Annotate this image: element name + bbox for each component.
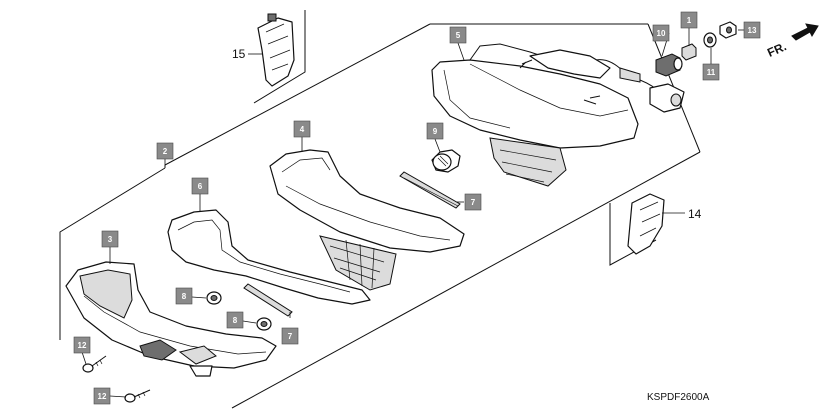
- callout-12a-label: 12: [78, 341, 87, 350]
- callout-7b[interactable]: 7: [281, 327, 299, 345]
- part-5-housing[interactable]: [431, 43, 685, 187]
- part-7-seal-b[interactable]: [243, 283, 293, 317]
- part-9-bulb[interactable]: [431, 149, 461, 173]
- callout-5-label: 5: [456, 31, 461, 40]
- callout-11-label: 11: [707, 68, 716, 77]
- callout-2-label: 2: [163, 147, 168, 156]
- part-12-screw-a[interactable]: [82, 355, 107, 373]
- callout-8a-label: 8: [182, 292, 187, 301]
- callout-10-label: 10: [657, 29, 666, 38]
- front-direction-indicator: FR.: [765, 23, 819, 60]
- part-10-grommet[interactable]: [655, 53, 683, 77]
- callout-12b-label: 12: [98, 392, 107, 401]
- part-15-tab: [267, 13, 277, 22]
- callout-1-label: 1: [687, 16, 692, 25]
- part-11-washer[interactable]: [703, 32, 717, 48]
- callout-6-label: 6: [198, 182, 203, 191]
- callout-9-label: 9: [433, 127, 438, 136]
- callout-8b[interactable]: 8: [226, 311, 244, 329]
- part-13-nut[interactable]: [719, 21, 737, 39]
- callout-5[interactable]: 5: [449, 26, 467, 44]
- callout-12b[interactable]: 12: [93, 387, 111, 405]
- callout-2[interactable]: 2: [156, 142, 174, 160]
- part-14-group: [609, 193, 665, 266]
- callout-11[interactable]: 11: [702, 63, 720, 81]
- callout-8b-label: 8: [233, 316, 238, 325]
- callout-4-label: 4: [300, 125, 305, 134]
- callout-12a[interactable]: 12: [73, 336, 91, 354]
- callout-10[interactable]: 10: [652, 24, 670, 42]
- part-3-cover[interactable]: [65, 261, 277, 377]
- diagram-code: KSPDF2600A: [647, 392, 710, 403]
- front-arrow-icon: [791, 23, 819, 41]
- callout-9[interactable]: 9: [426, 122, 444, 140]
- label-15: 15: [232, 47, 246, 61]
- part-15-group: [253, 10, 306, 104]
- callout-1[interactable]: 1: [680, 11, 698, 29]
- part-1-collar[interactable]: [681, 43, 697, 61]
- part-8-nut-a[interactable]: [206, 291, 222, 305]
- leader-lines: [81, 28, 744, 398]
- part-4-lens[interactable]: [269, 149, 465, 291]
- label-14: 14: [688, 207, 702, 221]
- callout-6[interactable]: 6: [191, 177, 209, 195]
- callout-7a[interactable]: 7: [464, 193, 482, 211]
- callout-4[interactable]: 4: [293, 120, 311, 138]
- front-direction-label: FR.: [765, 39, 788, 60]
- part-8-nut-b[interactable]: [256, 317, 272, 331]
- callout-8a[interactable]: 8: [175, 287, 193, 305]
- callout-7a-label: 7: [471, 198, 476, 207]
- callout-3-label: 3: [108, 235, 113, 244]
- callout-7b-label: 7: [288, 332, 293, 341]
- part-12-screw-b[interactable]: [124, 389, 151, 403]
- callout-13-label: 13: [748, 26, 757, 35]
- part-14-clip[interactable]: [627, 193, 665, 255]
- callout-13[interactable]: 13: [743, 21, 761, 39]
- part-6-gasket[interactable]: [167, 209, 371, 305]
- part-15-clip[interactable]: [257, 17, 295, 87]
- callout-3[interactable]: 3: [101, 230, 119, 248]
